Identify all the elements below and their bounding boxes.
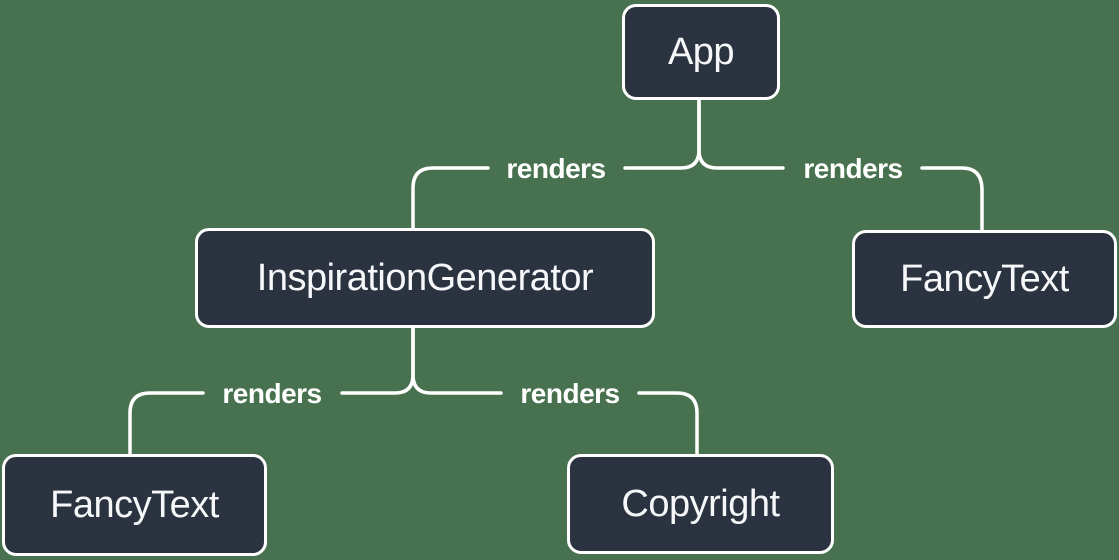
- node-fancy-text-right: FancyText: [852, 230, 1117, 328]
- node-copyright: Copyright: [567, 454, 834, 554]
- edge-inspiration-generator-fancy-text-inner-segment: [340, 326, 415, 395]
- edge-app-inspiration-generator-outer-segment: [411, 166, 490, 230]
- edge-inspiration-generator-copyright-inner-segment: [411, 326, 503, 395]
- edge-inspiration-generator-copyright-outer-segment: [637, 391, 699, 456]
- node-fancy-text-left: FancyText: [2, 454, 267, 556]
- edge-inspiration-generator-copyright-label: renders: [520, 378, 620, 409]
- edge-app-fancy-text-inner-segment: [697, 98, 785, 170]
- node-app-label: App: [667, 30, 735, 73]
- node-app: App: [622, 4, 780, 100]
- node-copyright-label: Copyright: [621, 482, 780, 525]
- node-inspiration-generator-label: InspirationGenerator: [256, 256, 594, 299]
- edge-app-fancy-text-outer-segment: [920, 166, 984, 232]
- node-inspiration-generator: InspirationGenerator: [195, 228, 655, 328]
- edge-inspiration-generator-fancy-text-label: renders: [222, 378, 322, 409]
- edge-inspiration-generator-fancy-text-outer-segment: [128, 391, 205, 456]
- edge-app-inspiration-generator-label: renders: [506, 153, 606, 184]
- edge-app-inspiration-generator-inner-segment: [623, 98, 701, 170]
- node-fancy-text-left-label: FancyText: [50, 483, 219, 526]
- edge-app-fancy-text-label: renders: [803, 153, 903, 184]
- node-fancy-text-right-label: FancyText: [900, 257, 1069, 300]
